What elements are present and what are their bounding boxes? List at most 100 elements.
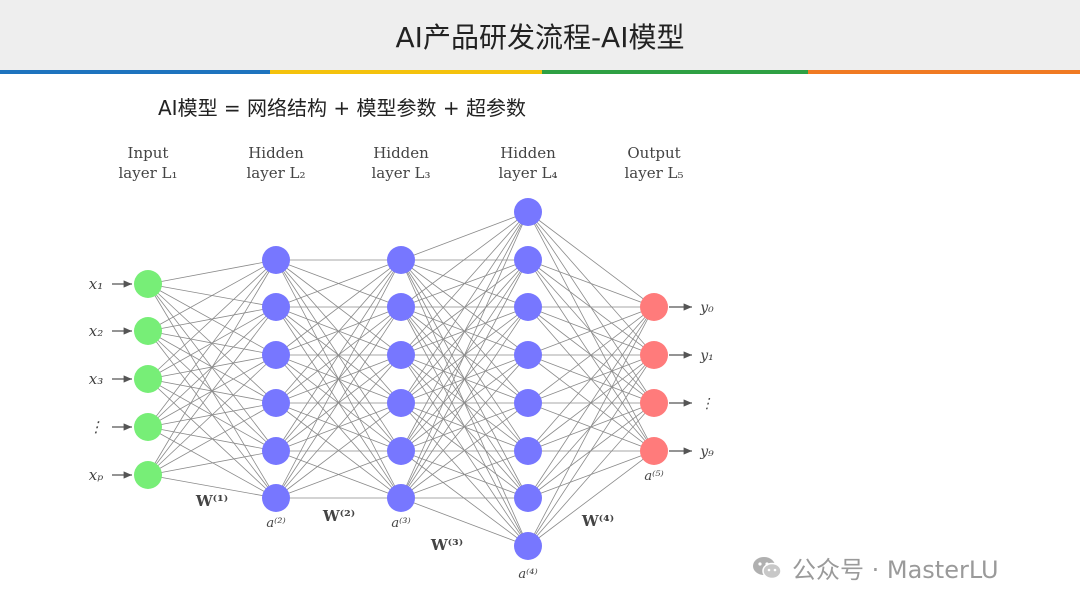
- input-label: xₚ: [89, 466, 103, 484]
- weight-label: W⁽⁴⁾: [581, 512, 614, 530]
- connection-edge: [275, 259, 402, 499]
- connection-edge: [147, 259, 277, 332]
- neuron-node: [387, 437, 415, 465]
- activation-label: a⁽²⁾: [266, 516, 285, 531]
- layer-header: layer L₁: [118, 164, 177, 182]
- neuron-node: [387, 246, 415, 274]
- connection-edge: [527, 354, 655, 547]
- neuron-node: [514, 532, 542, 560]
- neuron-node: [514, 341, 542, 369]
- connection-edge: [400, 211, 529, 452]
- connection-edge: [147, 450, 277, 476]
- input-label: x₁: [89, 275, 103, 293]
- neuron-node: [262, 246, 290, 274]
- connection-edge: [275, 259, 402, 452]
- page-title: AI产品研发流程-AI模型: [395, 21, 685, 54]
- connection-edge: [527, 306, 655, 547]
- neuron-node: [514, 437, 542, 465]
- connection-edge: [527, 306, 655, 499]
- layer-header: Hidden: [373, 144, 429, 162]
- layer-header: Input: [128, 144, 169, 162]
- output-label: y₉: [699, 444, 714, 460]
- connection-edge: [275, 259, 402, 404]
- activation-label: a⁽³⁾: [391, 516, 410, 531]
- connection-edge: [147, 259, 277, 285]
- connection-edge: [147, 354, 277, 476]
- connection-edge: [147, 474, 277, 499]
- neuron-node: [514, 246, 542, 274]
- title-bar: AI产品研发流程-AI模型: [0, 0, 1080, 70]
- weight-label: W⁽²⁾: [322, 507, 355, 525]
- connection-edge: [400, 450, 529, 547]
- activation-label: a⁽⁵⁾: [644, 469, 663, 484]
- layer-header: layer L₃: [371, 164, 430, 182]
- weight-label: W⁽¹⁾: [195, 492, 228, 510]
- connection-edge: [400, 450, 529, 499]
- connection-edge: [527, 211, 655, 308]
- connection-edge: [527, 259, 655, 308]
- layer-header: layer L₄: [498, 164, 557, 182]
- output-label: y₀: [699, 300, 714, 316]
- connection-edge: [400, 211, 529, 404]
- wechat-icon: [753, 556, 782, 579]
- neuron-node: [262, 484, 290, 512]
- neuron-node: [387, 293, 415, 321]
- watermark-text: 公众号 · MasterLU: [792, 556, 999, 584]
- accent-strip-yellow: [270, 70, 542, 74]
- input-label: x₂: [89, 322, 103, 340]
- connection-edge: [527, 402, 655, 547]
- connection-edge: [400, 497, 529, 547]
- connection-edge: [527, 450, 655, 547]
- neuron-node: [262, 389, 290, 417]
- input-label: x₃: [89, 370, 103, 388]
- layer-header: layer L₂: [246, 164, 305, 182]
- neuron-node: [640, 293, 668, 321]
- connection-edge: [400, 211, 529, 308]
- connection-edge: [147, 402, 277, 476]
- connection-edge: [147, 259, 277, 476]
- neuron-node: [387, 341, 415, 369]
- connection-edge: [400, 211, 529, 499]
- accent-strip-green: [542, 70, 808, 74]
- connection-edge: [400, 259, 529, 499]
- neuron-node: [134, 270, 162, 298]
- neuron-node: [514, 389, 542, 417]
- connection-edge: [275, 450, 402, 499]
- neuron-node: [640, 341, 668, 369]
- accent-strip-blue: [0, 70, 270, 74]
- neuron-node: [387, 389, 415, 417]
- connection-edge: [275, 354, 402, 499]
- watermark: 公众号 · MasterLU: [752, 550, 999, 585]
- weight-label: W⁽³⁾: [430, 536, 463, 554]
- neuron-node: [514, 293, 542, 321]
- connection-edge: [527, 306, 655, 356]
- connection-edge: [147, 378, 277, 499]
- neuron-node: [514, 484, 542, 512]
- neuron-node: [514, 198, 542, 226]
- connection-edge: [147, 259, 277, 428]
- output-label: y₁: [699, 348, 714, 364]
- layer-header: Hidden: [248, 144, 304, 162]
- connection-edge: [527, 259, 655, 404]
- connection-edge: [400, 211, 529, 356]
- connection-edge: [275, 259, 402, 308]
- connection-edge: [527, 259, 655, 356]
- connection-edge: [400, 402, 529, 499]
- neuron-node: [262, 437, 290, 465]
- connection-edge: [400, 211, 529, 261]
- connection-edge: [275, 259, 402, 356]
- activation-label: a⁽⁴⁾: [518, 567, 537, 582]
- neuron-node: [640, 389, 668, 417]
- connection-edge: [275, 402, 402, 499]
- connection-edge: [147, 259, 277, 380]
- output-label: ⋮: [700, 396, 714, 412]
- neuron-node: [640, 437, 668, 465]
- neuron-node: [134, 365, 162, 393]
- layer-header: Hidden: [500, 144, 556, 162]
- neuron-node: [134, 461, 162, 489]
- connection-edge: [527, 306, 655, 452]
- connection-edge: [275, 306, 402, 499]
- neuron-node: [134, 413, 162, 441]
- model-formula: AI模型 = 网络结构 + 模型参数 + 超参数: [158, 96, 526, 120]
